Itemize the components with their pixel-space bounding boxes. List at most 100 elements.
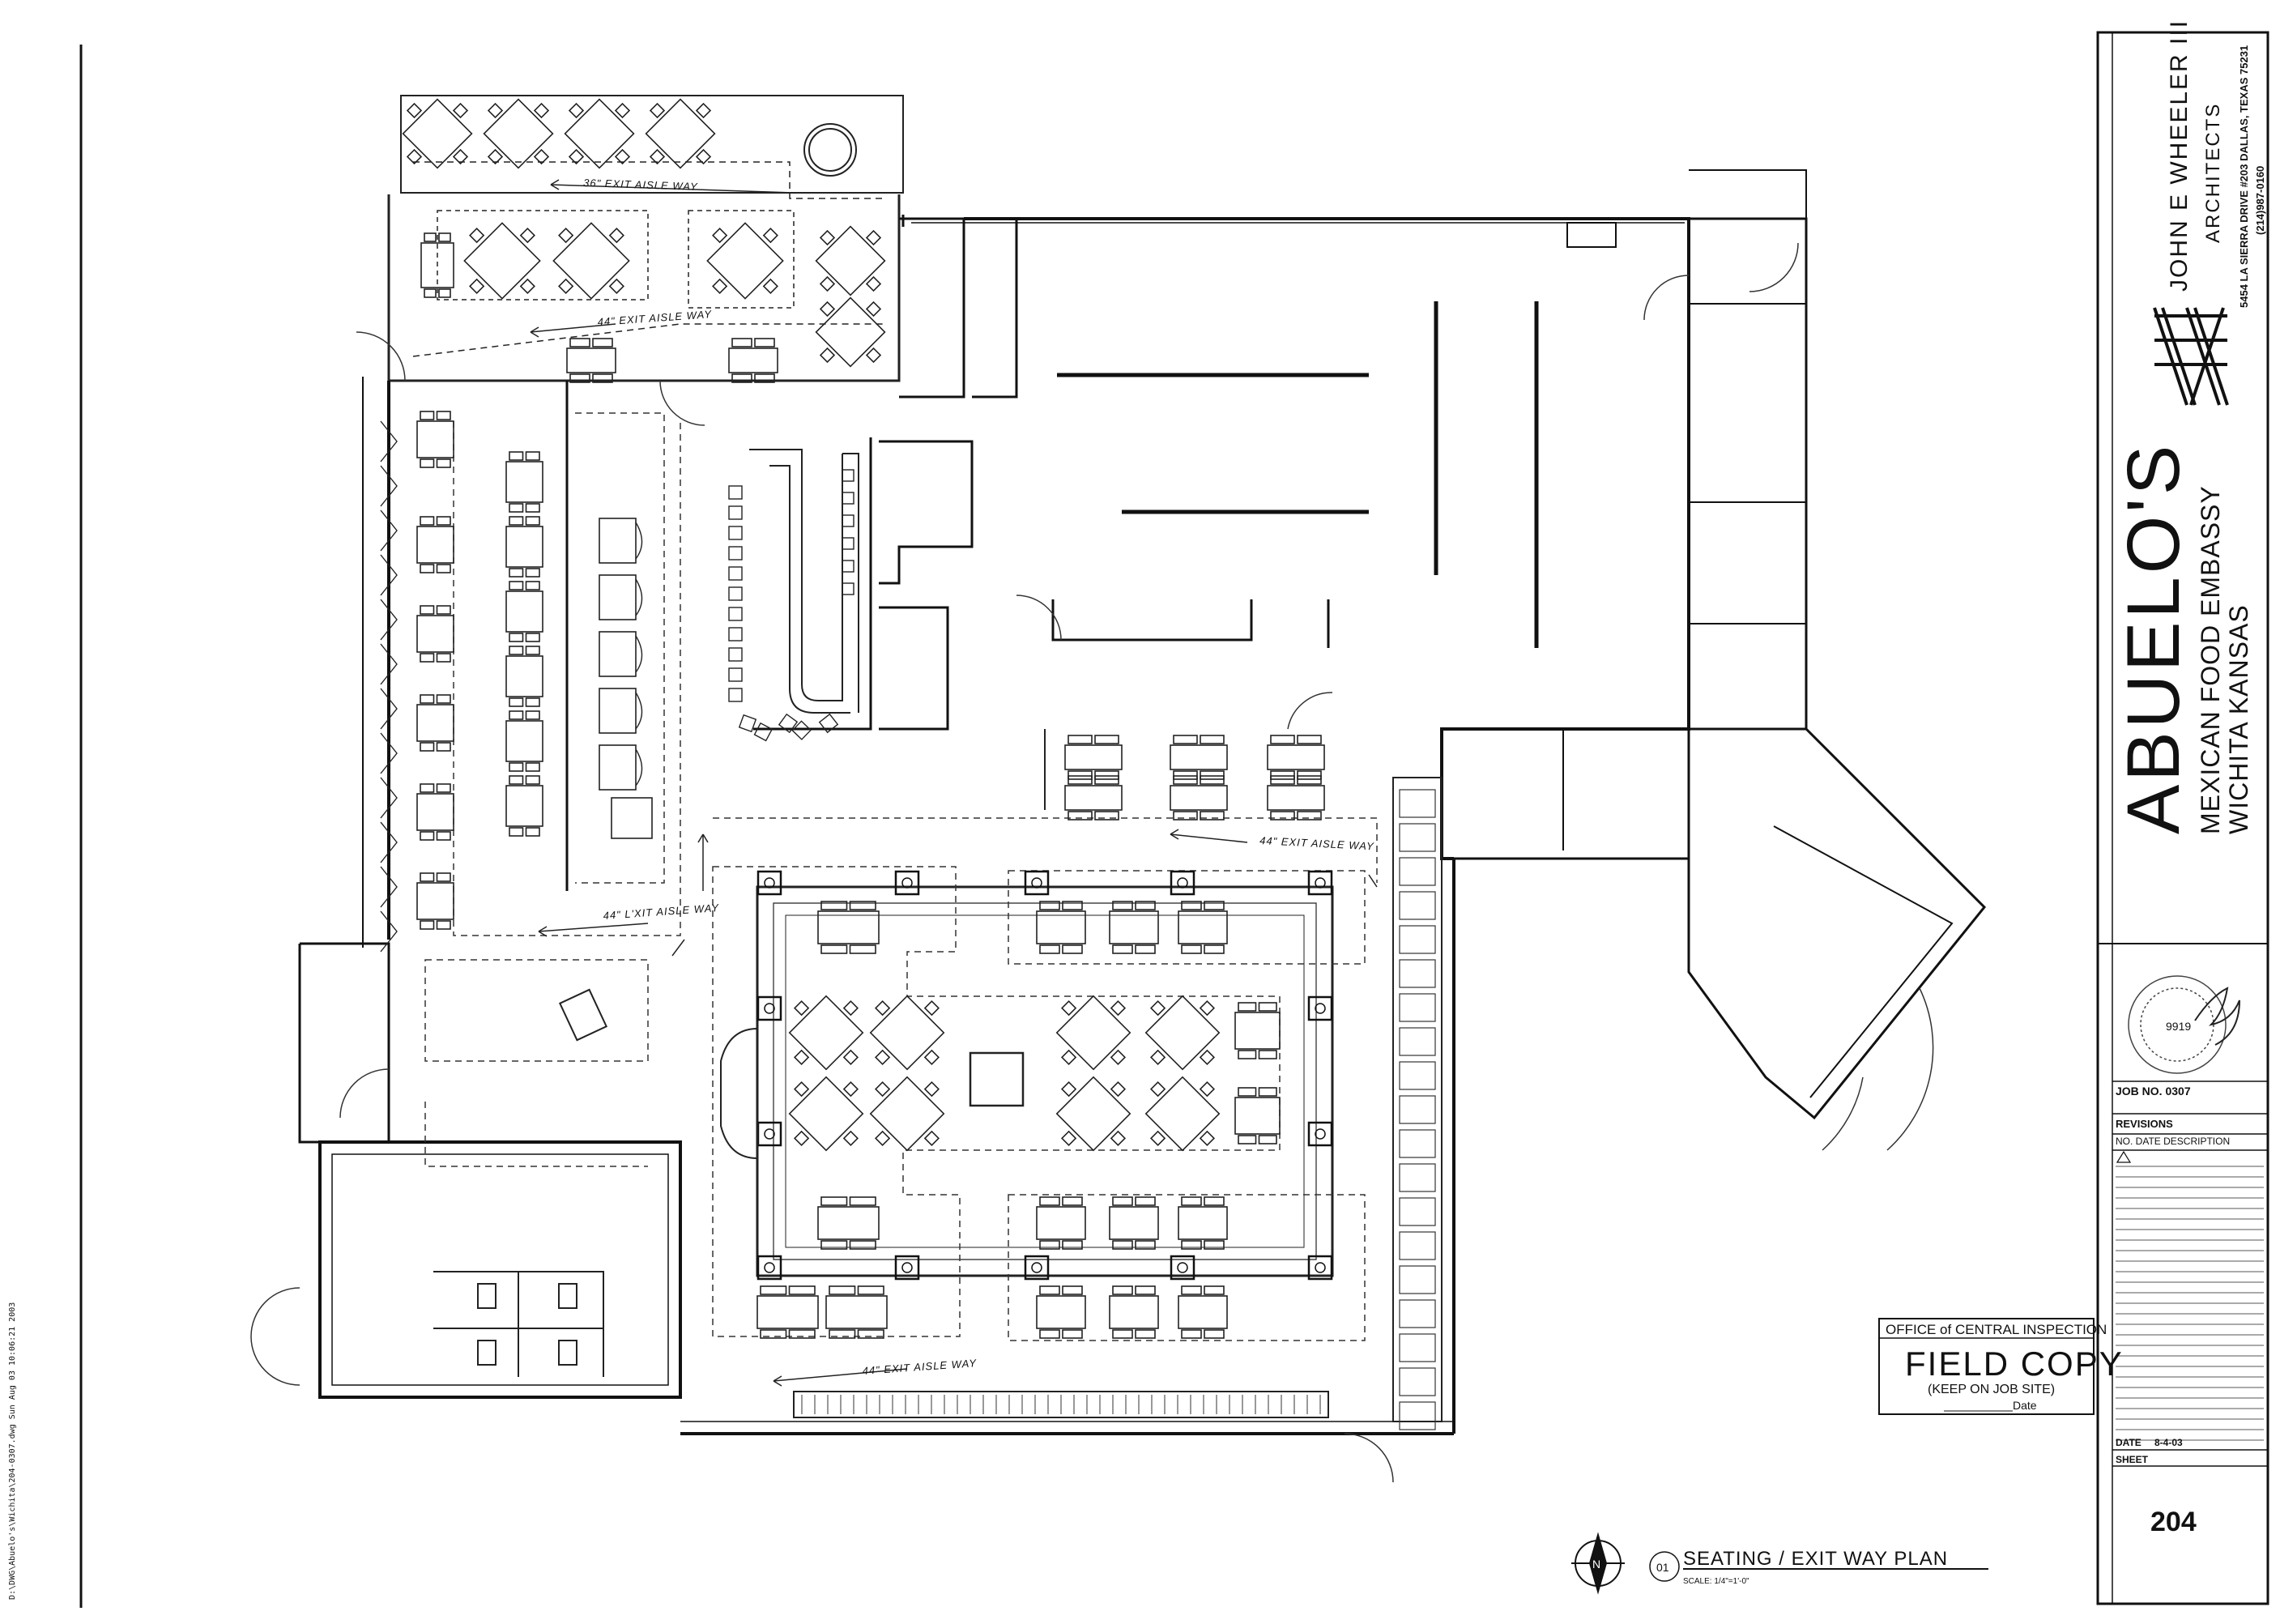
- pillar: [1024, 1255, 1050, 1281]
- dining-table-chair: [1258, 1050, 1277, 1059]
- dining-diamond-table-chair: [923, 1130, 940, 1147]
- dining-table-chair: [1238, 1087, 1257, 1097]
- patio-table-chair: [865, 301, 882, 318]
- pillar-core: [901, 1262, 913, 1273]
- booth-table-chair: [525, 633, 540, 642]
- patio-square-table-chair: [424, 232, 437, 242]
- dining-diamond-table-chair: [1199, 1081, 1216, 1098]
- patio-table-chair: [762, 278, 778, 294]
- patio-square-table-chair: [569, 338, 590, 347]
- firm-type: ARCHITECTS: [2202, 103, 2224, 243]
- left-wall-table-chair: [436, 920, 451, 930]
- dining-diamond-table-chair: [1149, 1081, 1166, 1098]
- right-strip-seat: [1399, 857, 1436, 886]
- upper-booth-table-chair: [1094, 735, 1119, 744]
- right-strip-seat: [1399, 789, 1436, 818]
- patio-table-chair: [819, 275, 836, 292]
- dining-diamond-table-chair: [874, 1000, 891, 1017]
- patio-table-chair: [406, 102, 423, 119]
- revision-triangle-icon: [2116, 1150, 2132, 1163]
- dining-diamond-table-chair: [874, 1049, 891, 1066]
- patio-square-table-top: [566, 347, 616, 373]
- booth-seat: [611, 797, 653, 839]
- booth-table: [505, 581, 543, 642]
- dining-table-chair: [1258, 1087, 1277, 1097]
- aisle-label-44-top: 44" EXIT AISLE WAY: [597, 308, 713, 328]
- dining-diamond-table: [788, 1076, 864, 1152]
- booth-seat: [599, 631, 637, 677]
- patio-table-chair: [452, 148, 469, 165]
- upper-booth-table-chair: [1200, 770, 1225, 780]
- dining-table-chair: [1135, 1240, 1156, 1250]
- left-wall-tables: [380, 411, 454, 953]
- left-wall-table-chair: [420, 516, 435, 526]
- dining-table-chair: [1204, 1240, 1225, 1250]
- booth-seat: [599, 574, 637, 620]
- patio-square-table-top: [728, 347, 778, 373]
- bar-stool: [842, 582, 854, 595]
- booth-table-top: [505, 461, 543, 503]
- pillar-core: [1315, 1128, 1326, 1140]
- left-wall-table-top: [416, 704, 454, 742]
- patio-square-table-chair: [754, 373, 775, 383]
- upper-booth-table-chair: [1068, 775, 1093, 785]
- right-strip-seat: [1399, 1095, 1436, 1124]
- dining-table-chair: [1039, 901, 1060, 910]
- booth-seat: [599, 688, 637, 734]
- main-dining-dashed: [712, 817, 1378, 1341]
- pillar-core: [1177, 1262, 1188, 1273]
- right-strip-seat: [1399, 1129, 1436, 1158]
- pillar-core: [764, 877, 775, 889]
- booth-table-chair: [525, 581, 540, 590]
- bar-stool: [728, 566, 743, 581]
- pillar: [1170, 870, 1195, 896]
- dining-diamond-table: [1144, 995, 1221, 1071]
- north-arrow-icon: [1571, 1532, 1625, 1595]
- booth-table-chair: [525, 697, 540, 707]
- bar-stool: [728, 647, 743, 662]
- dining-pillars: [756, 870, 1333, 1281]
- dining-table-chair: [788, 1329, 816, 1339]
- window-bay: [380, 866, 398, 908]
- bar-stool: [728, 627, 743, 642]
- patio-table: [706, 222, 784, 300]
- right-strip-seat: [1399, 891, 1436, 920]
- dining-table-chair: [1181, 1329, 1202, 1339]
- booth-table-chair: [525, 568, 540, 578]
- bar-stools: [728, 469, 854, 742]
- dining-table-chair: [1238, 1135, 1257, 1144]
- pillar-core: [1315, 877, 1326, 889]
- left-wall-table-chair: [420, 742, 435, 752]
- dining-diamond-table-chair: [1149, 1130, 1166, 1147]
- patio-table-top: [463, 222, 541, 300]
- upper-booth-table-top: [1267, 785, 1325, 811]
- bar-stool: [842, 469, 854, 482]
- upper-booth-table: [1170, 775, 1228, 821]
- dining-diamond-table: [869, 1076, 945, 1152]
- bar-stool: [728, 688, 743, 702]
- dining-table-chair: [760, 1329, 787, 1339]
- left-wall-table: [416, 872, 454, 930]
- pillar-core: [764, 1128, 775, 1140]
- dining-table-chair: [1112, 1196, 1133, 1206]
- booth-table: [505, 451, 543, 513]
- patio-tables: [402, 98, 886, 383]
- patio-square-table-chair: [569, 373, 590, 383]
- bar-stool: [728, 546, 743, 561]
- patio-table-chair: [608, 228, 624, 244]
- booth-table: [505, 646, 543, 707]
- dining-table: [825, 1285, 888, 1339]
- bar-stool: [728, 485, 743, 500]
- dining-table-chair: [1181, 1196, 1202, 1206]
- dining-diamond-table-chair: [842, 1049, 859, 1066]
- arched-alcove: [720, 1027, 758, 1160]
- patio-table-chair: [519, 228, 535, 244]
- bar-stool: [728, 586, 743, 601]
- dining-table-chair: [857, 1285, 884, 1295]
- dining-table: [817, 1196, 880, 1250]
- booth-table-chair: [509, 581, 524, 590]
- right-strip-seat: [1399, 1163, 1436, 1192]
- booth-table-chair: [525, 710, 540, 720]
- dining-diamond-table-top: [1144, 1076, 1221, 1152]
- dining-diamond-table-top: [788, 995, 864, 1071]
